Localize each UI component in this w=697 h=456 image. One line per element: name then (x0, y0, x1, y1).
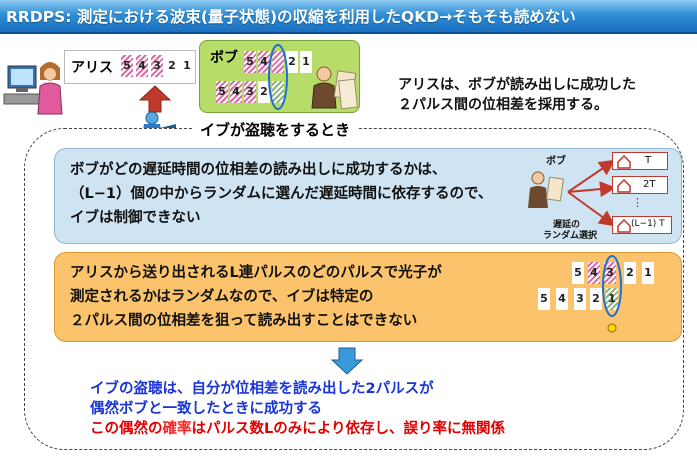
alice-box: アリス 5 4 3 2 1 (64, 50, 196, 84)
bob-pulse-bottom: 5 (216, 81, 228, 103)
panel1-bob-label: ボブ (546, 156, 566, 167)
panel2-line-3: ２パルス間の位相差を狙って読み出すことはできない (70, 313, 418, 329)
house-icon (617, 155, 631, 169)
delay-box: 2T (612, 176, 668, 194)
alice-pulse: 1 (181, 55, 193, 77)
delay-box: (L−1) T (612, 216, 672, 234)
bob-pulse-top (272, 51, 284, 73)
alice-label: アリス (71, 60, 113, 76)
bob-pulse-bottom: 4 (230, 81, 242, 103)
bob-pulse-bottom: 3 (244, 81, 256, 103)
up-arrow-icon (138, 85, 172, 113)
house-icon (617, 179, 631, 193)
bob-pulse-bottom (272, 81, 284, 103)
alice-pulse: 4 (136, 55, 148, 77)
panel2-pulse-top: 3 (604, 262, 616, 284)
note-line-1: アリスは、ボブが読み出しに成功した (398, 77, 636, 93)
conclusion-red-1: この偶然の (90, 421, 163, 437)
random-label-2: ランダム選択 (543, 231, 598, 241)
panel2-line-1: アリスから送り出されるL連パルスのどのパルスで光子が (70, 265, 442, 281)
panel2-pulse-top: 1 (642, 262, 654, 284)
panel2-pulse-bottom: 5 (538, 288, 550, 310)
conclusion-highlight: 確率 (162, 421, 192, 437)
bob-person-icon (311, 66, 358, 110)
panel2-pulse-bottom: 1 (606, 288, 618, 310)
page-title: RRDPS: 測定における波束(量子状態)の収縮を利用したQKD→そもそも読めな… (6, 8, 576, 26)
alice-pulse: 3 (151, 55, 163, 77)
bob-person-small-icon (528, 171, 565, 208)
bob-pulse-top: 2 (286, 51, 298, 73)
bob-pulse-top: 4 (258, 51, 270, 73)
random-label-1: 遅延の (553, 220, 581, 230)
delay-label: (L−1) T (631, 219, 665, 229)
alice-computer-icon (3, 62, 63, 115)
conclusion-line-3: この偶然の確率はパルス数Lのみにより依存し、誤り率に無関係 (90, 420, 505, 438)
panel2-pulse-bottom: 2 (590, 288, 602, 310)
panel1-line-3: イブは制御できない (70, 210, 201, 226)
conclusion-red-2: はパルス数Lのみにより依存し、誤り率に無関係 (191, 421, 505, 437)
conclusion-line-1: イブの盗聴は、自分が位相差を読み出した2パルスが (90, 381, 434, 397)
down-arrow-icon (330, 347, 364, 375)
bob-label: ボブ (210, 50, 238, 66)
note-line-2: ２パルス間の位相差を採用する。 (398, 97, 608, 113)
panel2-pulse-top: 2 (624, 262, 636, 284)
alice-pulse: 2 (166, 55, 178, 77)
title-bar: RRDPS: 測定における波束(量子状態)の収縮を利用したQKD→そもそも読めな… (0, 0, 697, 34)
delay-box: T (612, 152, 668, 170)
delay-label: T (645, 155, 652, 166)
panel2-match-ellipse (602, 255, 622, 333)
panel2-pulse-top: 4 (588, 262, 600, 284)
match-ellipse (268, 44, 288, 110)
bob-box: ボブ 5 4 2 1 5 4 3 2 (199, 40, 360, 113)
delay-arrows (567, 159, 616, 227)
delay-ellipsis: ⋮ (632, 196, 643, 209)
panel2-pulse-bottom: 4 (556, 288, 568, 310)
bob-pulse-top: 1 (300, 51, 312, 73)
panel1-line-1: ボブがどの遅延時間の位相差の読み出しに成功するかは、 (70, 162, 447, 178)
conclusion-line-2: 偶然ボブと一致したときに成功する (90, 401, 322, 417)
eavesdrop-header: イブが盗聴をするとき (192, 119, 359, 140)
panel-delay-random (54, 148, 682, 244)
panel2-pulse-top: 5 (572, 262, 584, 284)
house-icon (617, 219, 631, 233)
bob-pulse-top: 5 (244, 51, 256, 73)
panel2-line-2: 測定されるかはランダムなので、イブは特定の (70, 289, 374, 305)
alice-pulse: 5 (121, 55, 133, 77)
panel1-line-2: （L−1）個の中からランダムに選んだ遅延時間に依存するので、 (70, 186, 493, 202)
panel2-pulse-bottom: 3 (574, 288, 586, 310)
bob-pulse-bottom: 2 (258, 81, 270, 103)
delay-label: 2T (643, 179, 656, 190)
